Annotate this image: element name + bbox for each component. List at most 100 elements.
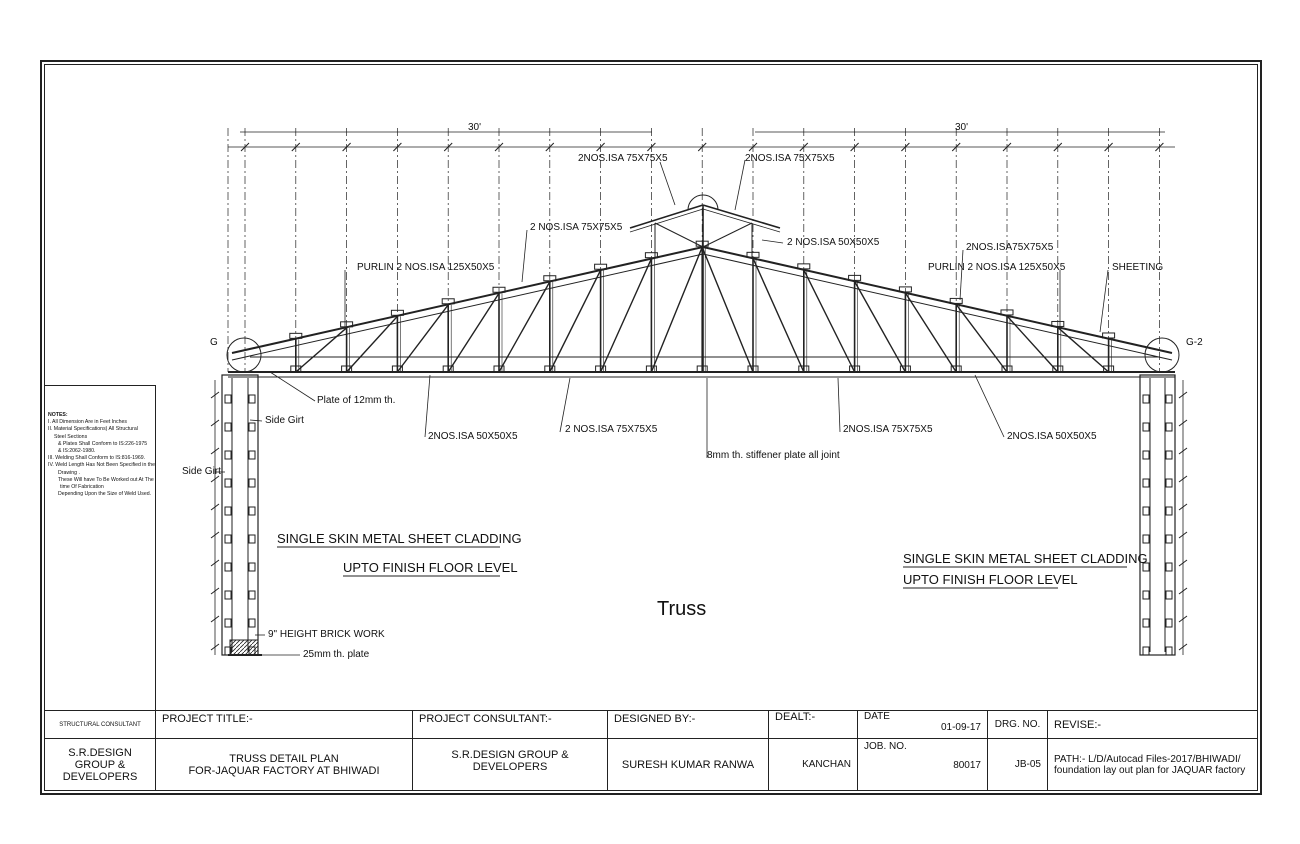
purlin xyxy=(543,275,557,282)
side-girt xyxy=(1142,534,1150,544)
side-girt xyxy=(248,534,256,544)
brick-work xyxy=(229,639,259,656)
side-girt xyxy=(1142,450,1150,460)
side-girt xyxy=(1165,478,1173,488)
dimension-tick xyxy=(210,419,220,427)
side-girt xyxy=(1165,590,1173,600)
side-girt xyxy=(1142,394,1150,404)
designed-by-label: DESIGNED BY:- xyxy=(607,710,769,739)
purlin xyxy=(949,297,963,304)
truss-diagonal xyxy=(498,281,551,373)
leader-line xyxy=(734,159,746,211)
dimension-tick xyxy=(494,142,504,152)
path-line-2: foundation lay out plan for JAQUAR facto… xyxy=(1054,764,1246,776)
top-chord-right xyxy=(702,246,1173,354)
lantern-roof-left-inner xyxy=(629,208,704,233)
side-girt xyxy=(1142,506,1150,516)
truss-diagonal xyxy=(346,315,398,373)
designed-by: SURESH KUMAR RANWA xyxy=(607,738,769,791)
revise-label: REVISE:- xyxy=(1047,710,1258,739)
label-side-girt-2: Side Girt xyxy=(182,466,221,477)
label-web-left: 2NOS.ISA 50X50X5 xyxy=(428,431,518,442)
dim-overall-right: 30' xyxy=(955,122,968,133)
notes-line: time Of Fabrication xyxy=(60,484,104,491)
notes-line: III. Welding Shall Conform to IS:816-196… xyxy=(48,455,146,462)
purlin xyxy=(340,321,354,328)
side-girt xyxy=(1165,506,1173,516)
lantern-brace xyxy=(702,222,753,248)
side-girt xyxy=(248,562,256,572)
notes-line: NOTES: xyxy=(48,412,68,418)
dimension-tick xyxy=(545,142,555,152)
label-top-left-angle: 2NOS.ISA 75X75X5 xyxy=(578,153,668,164)
leader-line xyxy=(559,377,571,433)
label-cladding-right-1: SINGLE SKIN METAL SHEET CLADDING xyxy=(903,551,1148,566)
truss-diagonal xyxy=(955,304,1008,373)
drg-no-value: JB-05 xyxy=(987,738,1048,791)
date-cell: DATE 01-09-17 xyxy=(857,710,988,739)
lantern-brace xyxy=(654,222,704,248)
dimension-tick xyxy=(210,615,220,623)
dimension-tick xyxy=(697,142,707,152)
dimension-tick xyxy=(1155,142,1164,152)
label-base-plate: 25mm th. plate xyxy=(303,649,370,660)
side-girt xyxy=(1142,422,1150,432)
label-stiffener: 8mm th. stiffener plate all joint xyxy=(707,450,840,461)
side-girt xyxy=(1142,478,1150,488)
side-girt xyxy=(224,450,232,460)
truss-diagonal xyxy=(752,258,805,373)
truss-diagonal xyxy=(295,327,348,373)
purlin xyxy=(594,263,608,270)
notes-box: NOTES: I. All Dimension Are in Feet Inch… xyxy=(44,385,156,711)
dimension-tick xyxy=(951,142,961,152)
purlin xyxy=(1000,309,1014,316)
truss-diagonal xyxy=(701,246,754,373)
top-chord-left-inner xyxy=(231,253,704,361)
label-rafter-right: 2NOS.ISA75X75X5 xyxy=(966,242,1054,253)
purlin xyxy=(1102,332,1116,339)
side-girt xyxy=(1165,618,1173,628)
side-girt xyxy=(248,394,256,404)
detail-circle-g xyxy=(226,337,262,373)
dimension-tick xyxy=(443,142,453,152)
purlin xyxy=(441,298,455,305)
dim-overall-left: 30' xyxy=(468,122,481,133)
truss-diagonal xyxy=(599,258,653,373)
job-no-value: 80017 xyxy=(953,760,981,771)
side-girt xyxy=(248,618,256,628)
dimension-tick xyxy=(210,447,220,455)
job-no-cell: JOB. NO. 80017 xyxy=(857,738,988,791)
purlin xyxy=(746,251,760,258)
dimension-tick xyxy=(291,142,301,152)
dimension-tick xyxy=(1178,391,1188,399)
dimension-tick xyxy=(1178,615,1188,623)
leader-line xyxy=(424,374,431,438)
notes-line: IV. Weld Length Has Not Been Specified i… xyxy=(48,462,155,469)
dealt-label: DEALT:- xyxy=(768,710,858,739)
side-girt xyxy=(1165,646,1173,656)
leader-line xyxy=(1099,269,1109,333)
structural-consultant: S.R.DESIGN GROUP & DEVELOPERS xyxy=(44,738,156,791)
notes-line: II. Material Specifications) All Structu… xyxy=(48,426,138,433)
column xyxy=(1139,374,1176,656)
lantern-roof-right-inner xyxy=(702,208,781,233)
label-cladding-left-2: UPTO FINISH FLOOR LEVEL xyxy=(343,560,518,575)
label-plate: Plate of 12mm th. xyxy=(317,395,395,406)
drawing-labels: 30' 30' 2NOS.ISA 75X75X5 2NOS.ISA 75X75X… xyxy=(182,122,1203,660)
path-cell: PATH:- L/D/Autocad Files-2017/BHIWADI/ f… xyxy=(1047,738,1258,791)
project-title-cell: TRUSS DETAIL PLAN FOR-JAQUAR FACTORY AT … xyxy=(155,738,413,791)
side-girt xyxy=(248,590,256,600)
dimension-tick xyxy=(647,142,656,152)
side-girt xyxy=(224,562,232,572)
leader-line xyxy=(837,377,841,433)
notes-line: Drawing . xyxy=(58,469,80,476)
top-chord-left xyxy=(231,246,704,354)
dimension-tick xyxy=(850,142,859,152)
purlin xyxy=(390,309,404,316)
notes-line: These Will have To Be Worked out At The xyxy=(58,476,154,483)
date-label: DATE xyxy=(864,711,890,722)
label-sheeting: SHEETING xyxy=(1112,262,1163,273)
leader-line xyxy=(521,229,528,283)
structural-consultant-label: STRUCTURAL CONSULTANT xyxy=(44,710,156,739)
notes-line: Steel Sections xyxy=(54,433,88,440)
